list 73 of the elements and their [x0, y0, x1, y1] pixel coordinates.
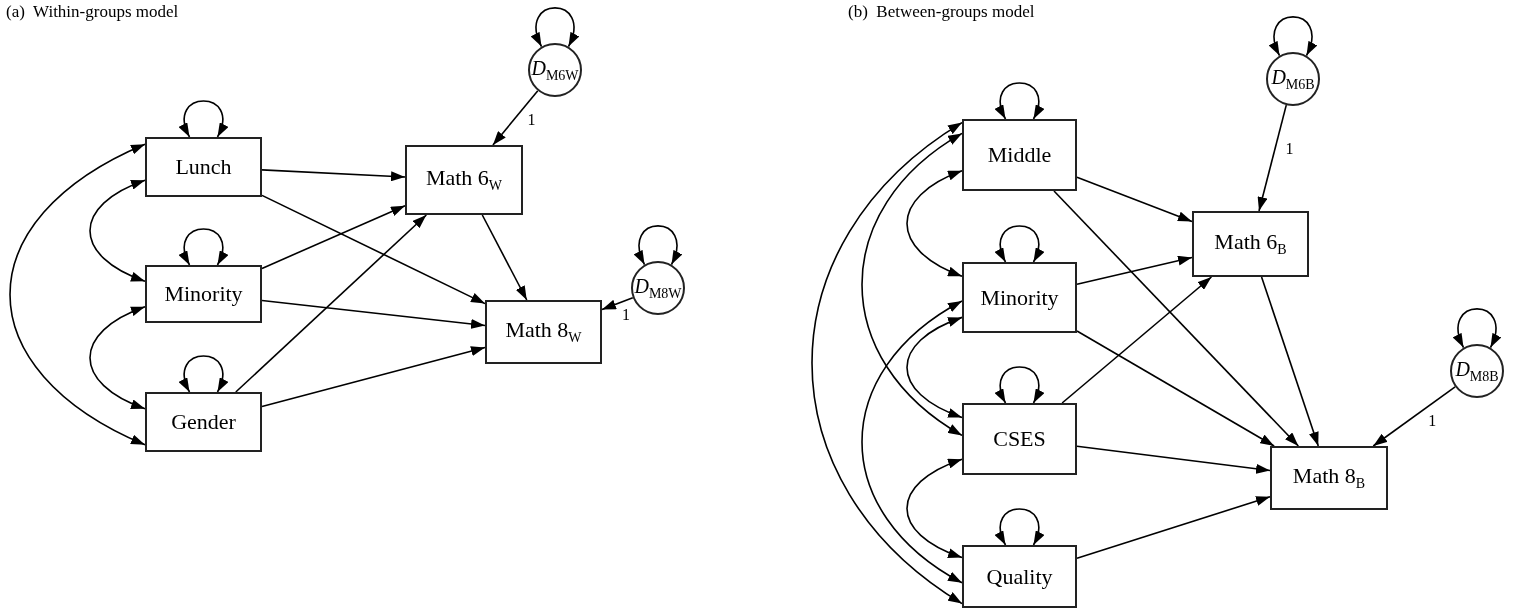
variance-loop-arrow — [995, 366, 1044, 404]
arrow — [1260, 276, 1320, 447]
variable-label: Minority — [164, 281, 243, 307]
variance-loop-arrow — [179, 355, 228, 393]
arrow — [1076, 176, 1193, 223]
arrow — [481, 214, 528, 301]
variance-loop-arrow — [995, 508, 1044, 546]
variance-loop-arrow — [179, 100, 228, 138]
variable-box — [145, 265, 262, 323]
covariance-arrow — [906, 170, 963, 277]
arrow — [261, 194, 486, 305]
variable-label: Math 8$_{B}$ — [1292, 463, 1366, 493]
covariance-arrow — [89, 179, 146, 283]
variable-label: D$_{M6W}$ — [531, 56, 579, 84]
variance-loop-arrow — [995, 225, 1044, 263]
arrow — [235, 214, 428, 393]
variable-label: Math 6$_{W}$ — [425, 165, 503, 195]
variable-label: Quality — [986, 563, 1053, 590]
variable-label: CSES — [993, 426, 1046, 452]
covariance-arrow — [861, 300, 963, 584]
arrow — [601, 296, 634, 311]
variable-box — [962, 262, 1077, 333]
variance-loop-arrow — [634, 225, 682, 266]
path-coefficient-label: 1 — [1284, 140, 1295, 157]
arrow — [261, 205, 406, 270]
variable-box — [485, 300, 602, 364]
variable-box — [405, 145, 523, 215]
latent-variable-circle — [528, 43, 582, 97]
arrow — [261, 346, 486, 408]
variance-loop-arrow — [995, 82, 1044, 120]
arrow — [1061, 276, 1213, 404]
arrow — [261, 169, 406, 182]
arrow — [1076, 255, 1193, 285]
variable-label: Lunch — [175, 154, 232, 180]
variance-loop-arrow — [179, 228, 228, 266]
variable-box — [1270, 446, 1388, 510]
variable-label: D$_{M8B}$ — [1455, 357, 1499, 385]
variable-label: Math 6$_{B}$ — [1214, 229, 1287, 259]
variable-box — [1192, 211, 1309, 277]
arrow — [1076, 495, 1271, 559]
arrow — [1053, 190, 1300, 447]
arrow — [1076, 445, 1271, 474]
variance-loop-arrow — [531, 7, 579, 48]
variable-label: D$_{M6B}$ — [1271, 65, 1315, 93]
variable-box — [962, 403, 1077, 475]
variable-box — [145, 392, 262, 452]
arrow — [1076, 330, 1275, 447]
covariance-arrow — [9, 143, 146, 446]
covariance-arrow — [906, 316, 963, 419]
variable-label: D$_{M8W}$ — [634, 274, 682, 302]
arrow — [261, 299, 486, 329]
latent-variable-circle — [631, 261, 685, 315]
arrow — [1257, 104, 1288, 212]
latent-variable-circle — [1266, 52, 1320, 106]
variable-label: Gender — [171, 409, 236, 435]
variable-box — [962, 545, 1077, 608]
panel-title: (b) Between-groups model — [848, 2, 1035, 22]
variance-loop-arrow — [1453, 308, 1501, 349]
variable-label: Middle — [987, 142, 1052, 168]
variable-label: Minority — [980, 284, 1059, 311]
variable-box — [962, 119, 1077, 191]
covariance-arrow — [906, 458, 963, 559]
covariance-arrow — [861, 132, 963, 437]
panel-title: (a) Within-groups model — [6, 2, 179, 22]
covariance-arrow — [811, 121, 963, 605]
variance-loop-arrow — [1269, 16, 1317, 57]
variable-label: Math 8$_{W}$ — [505, 317, 582, 347]
path-coefficient-label: 1 — [1427, 412, 1438, 429]
variable-box — [145, 137, 262, 197]
arrow — [1372, 386, 1456, 447]
arrow — [492, 90, 539, 146]
covariance-arrow — [89, 305, 146, 410]
latent-variable-circle — [1450, 344, 1504, 398]
